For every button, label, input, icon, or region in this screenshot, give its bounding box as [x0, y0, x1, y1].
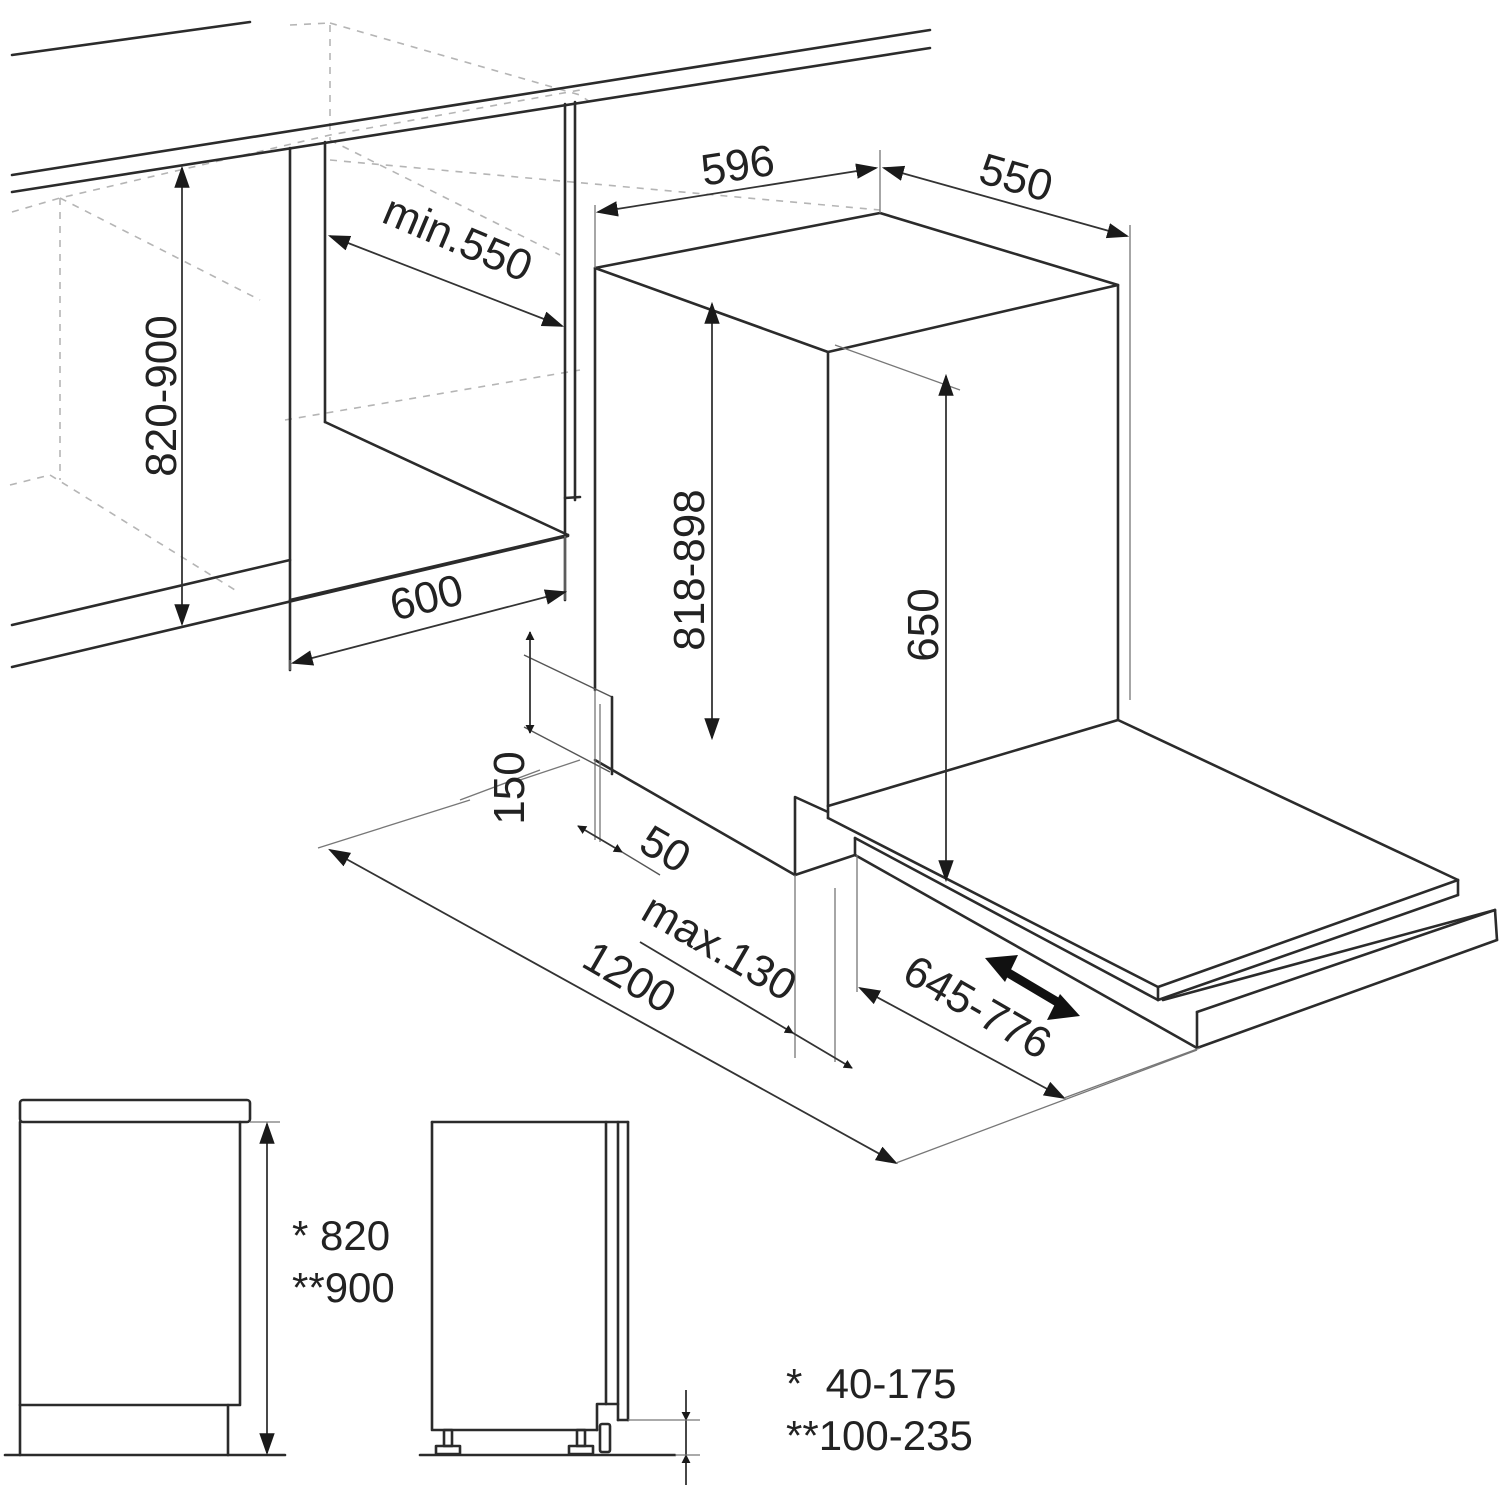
left-height-double-star-label: **900 [292, 1264, 395, 1311]
plinth-range-double-star-label: **100-235 [786, 1412, 973, 1459]
plinth-depth-dimension: 50 [577, 816, 699, 883]
appliance-width-label: 596 [698, 136, 778, 196]
niche-height-label: 820-900 [137, 315, 186, 476]
door-height-label: 650 [899, 588, 948, 661]
appliance-door-open [793, 718, 1499, 1050]
plinth-height-label: 150 [485, 751, 534, 824]
appliance-height-dimension: 818-898 [665, 301, 720, 741]
plinth-height-dimension: 150 [485, 631, 535, 825]
niche-depth-label: min.550 [376, 186, 539, 292]
plinth [459, 654, 614, 842]
niche-height-dimension: 820-900 [137, 165, 190, 627]
side-view-right: * 40-175 **100-235 [418, 1120, 973, 1485]
double-arrow-icon [985, 955, 1080, 1020]
door-open-dimension: 645-776 [856, 855, 1201, 1100]
niche-walls [10, 100, 582, 672]
niche-width-dimension: 600 [289, 565, 568, 670]
niche-depth-dimension: min.550 [327, 186, 565, 327]
appliance-width-dimension: 596 [594, 136, 881, 268]
appliance-body [593, 211, 1120, 877]
left-height-star-label: * 820 [292, 1212, 390, 1259]
door-height-dimension: 650 [834, 344, 961, 883]
appliance-depth-label: 550 [974, 144, 1058, 211]
plinth-depth-label: 50 [632, 816, 699, 883]
countertop [10, 20, 932, 194]
plinth-range-star-label: * 40-175 [786, 1360, 956, 1407]
cabinet-hidden-lines [9, 22, 881, 591]
appliance-height-label: 818-898 [665, 489, 714, 650]
side-view-left: * 820 **900 [3, 1098, 395, 1457]
